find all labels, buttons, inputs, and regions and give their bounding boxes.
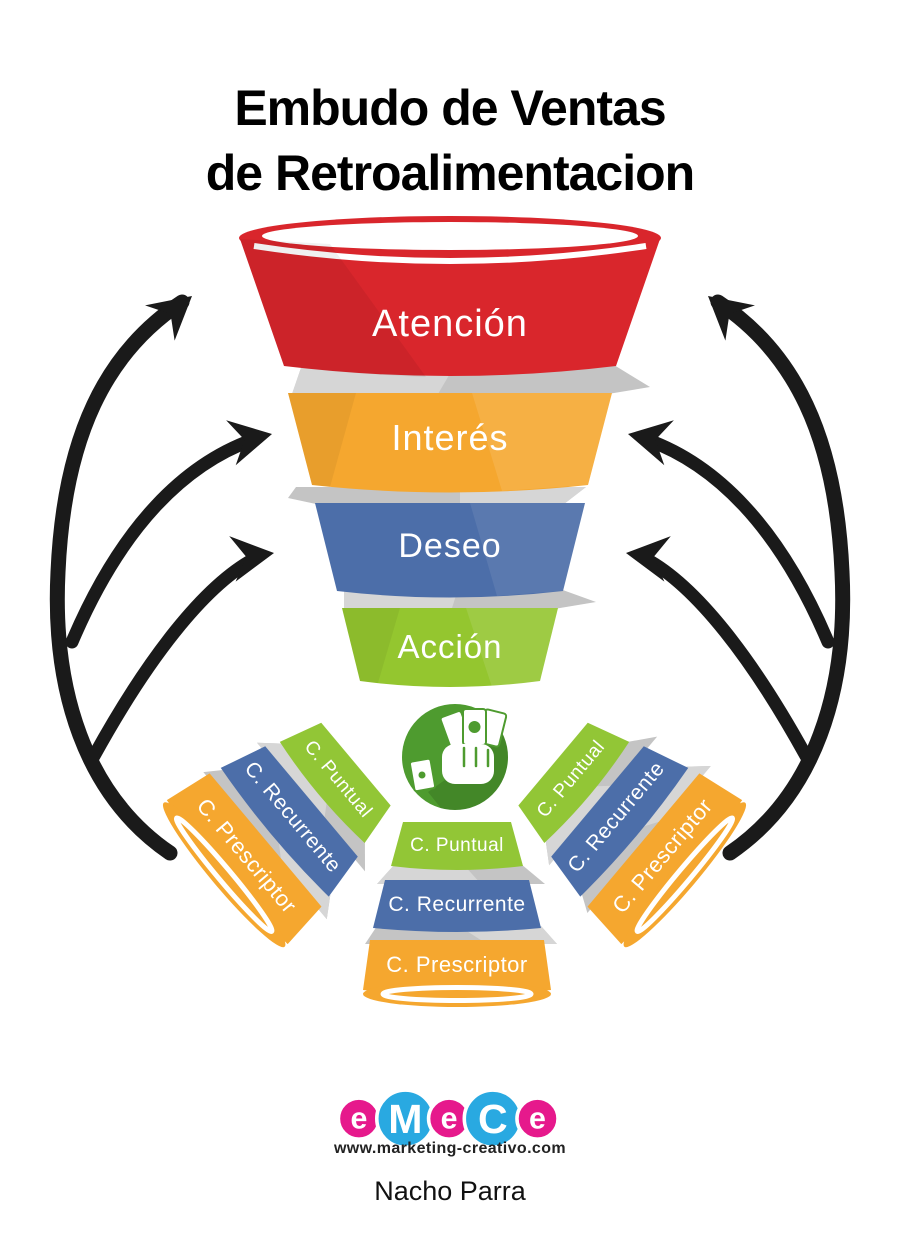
title-line-2: de Retroalimentacion <box>205 144 695 201</box>
logo-letter-e1: e <box>350 1102 367 1135</box>
funnel-stage-deseo: Deseo <box>315 503 585 598</box>
shade-facet <box>342 608 400 683</box>
stage-label-deseo: Deseo <box>398 527 501 565</box>
light-facet <box>472 393 612 491</box>
light-facet <box>466 608 558 687</box>
logo-letter-c: C <box>478 1096 508 1142</box>
money-in-hand-icon <box>408 708 508 793</box>
logo-letter-m: M <box>388 1096 422 1142</box>
funnel-diagram: C. Puntual C. Recurrente C. Prescriptor <box>0 216 900 1050</box>
funnel-stage-interes: Interés <box>288 393 612 493</box>
logo: e M e C e <box>0 1072 900 1181</box>
title-line-1: Embudo de Ventas <box>234 79 666 136</box>
logo-url: www.marketing-creativo.com <box>333 1140 567 1157</box>
stage-label-interes: Interés <box>391 417 508 458</box>
author-name: Nacho Parra <box>374 1176 526 1206</box>
funnel-opening <box>262 222 638 250</box>
funnel-rim-stripe <box>253 243 647 264</box>
main-funnel: Atención Interés Deseo Acción <box>239 216 661 687</box>
shade-facet <box>288 393 356 487</box>
money-circle <box>402 704 508 810</box>
funnel-stage-atencion: Atención <box>239 216 661 377</box>
mini-funnel-center <box>363 822 557 1007</box>
emece-logo-icon: e M e C e <box>336 1088 560 1149</box>
funnel-stage-accion: Acción <box>342 608 558 687</box>
logo-letter-e2: e <box>441 1102 458 1135</box>
logo-letter-e3: e <box>529 1102 546 1135</box>
stage-label-atencion: Atención <box>372 303 528 345</box>
shade-facet <box>240 239 426 377</box>
stage-label-accion: Acción <box>397 628 502 665</box>
light-facet <box>470 503 585 596</box>
page-title: Embudo de Ventas de Retroalimentacion <box>0 76 900 206</box>
